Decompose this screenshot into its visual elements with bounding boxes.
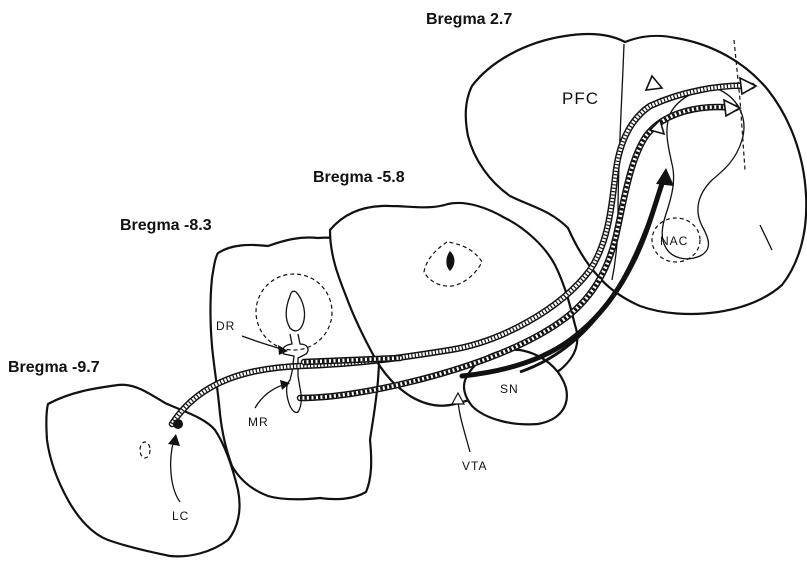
label-bregma-minus-8-3: Bregma -8.3: [120, 217, 212, 234]
label-nac: NAC: [660, 234, 688, 248]
label-bregma-minus-9-7: Bregma -9.7: [8, 359, 100, 376]
section-bregma-minus-9-7: [46, 385, 239, 557]
label-sn: SN: [500, 382, 519, 396]
label-bregma-2-7: Bregma 2.7: [426, 11, 512, 28]
label-lc: LC: [172, 509, 189, 523]
label-bregma-minus-5-8: Bregma -5.8: [313, 169, 405, 186]
label-mr: MR: [248, 415, 269, 429]
label-vta: VTA: [462, 459, 487, 473]
label-dr: DR: [216, 319, 235, 333]
label-pfc: PFC: [562, 89, 599, 108]
